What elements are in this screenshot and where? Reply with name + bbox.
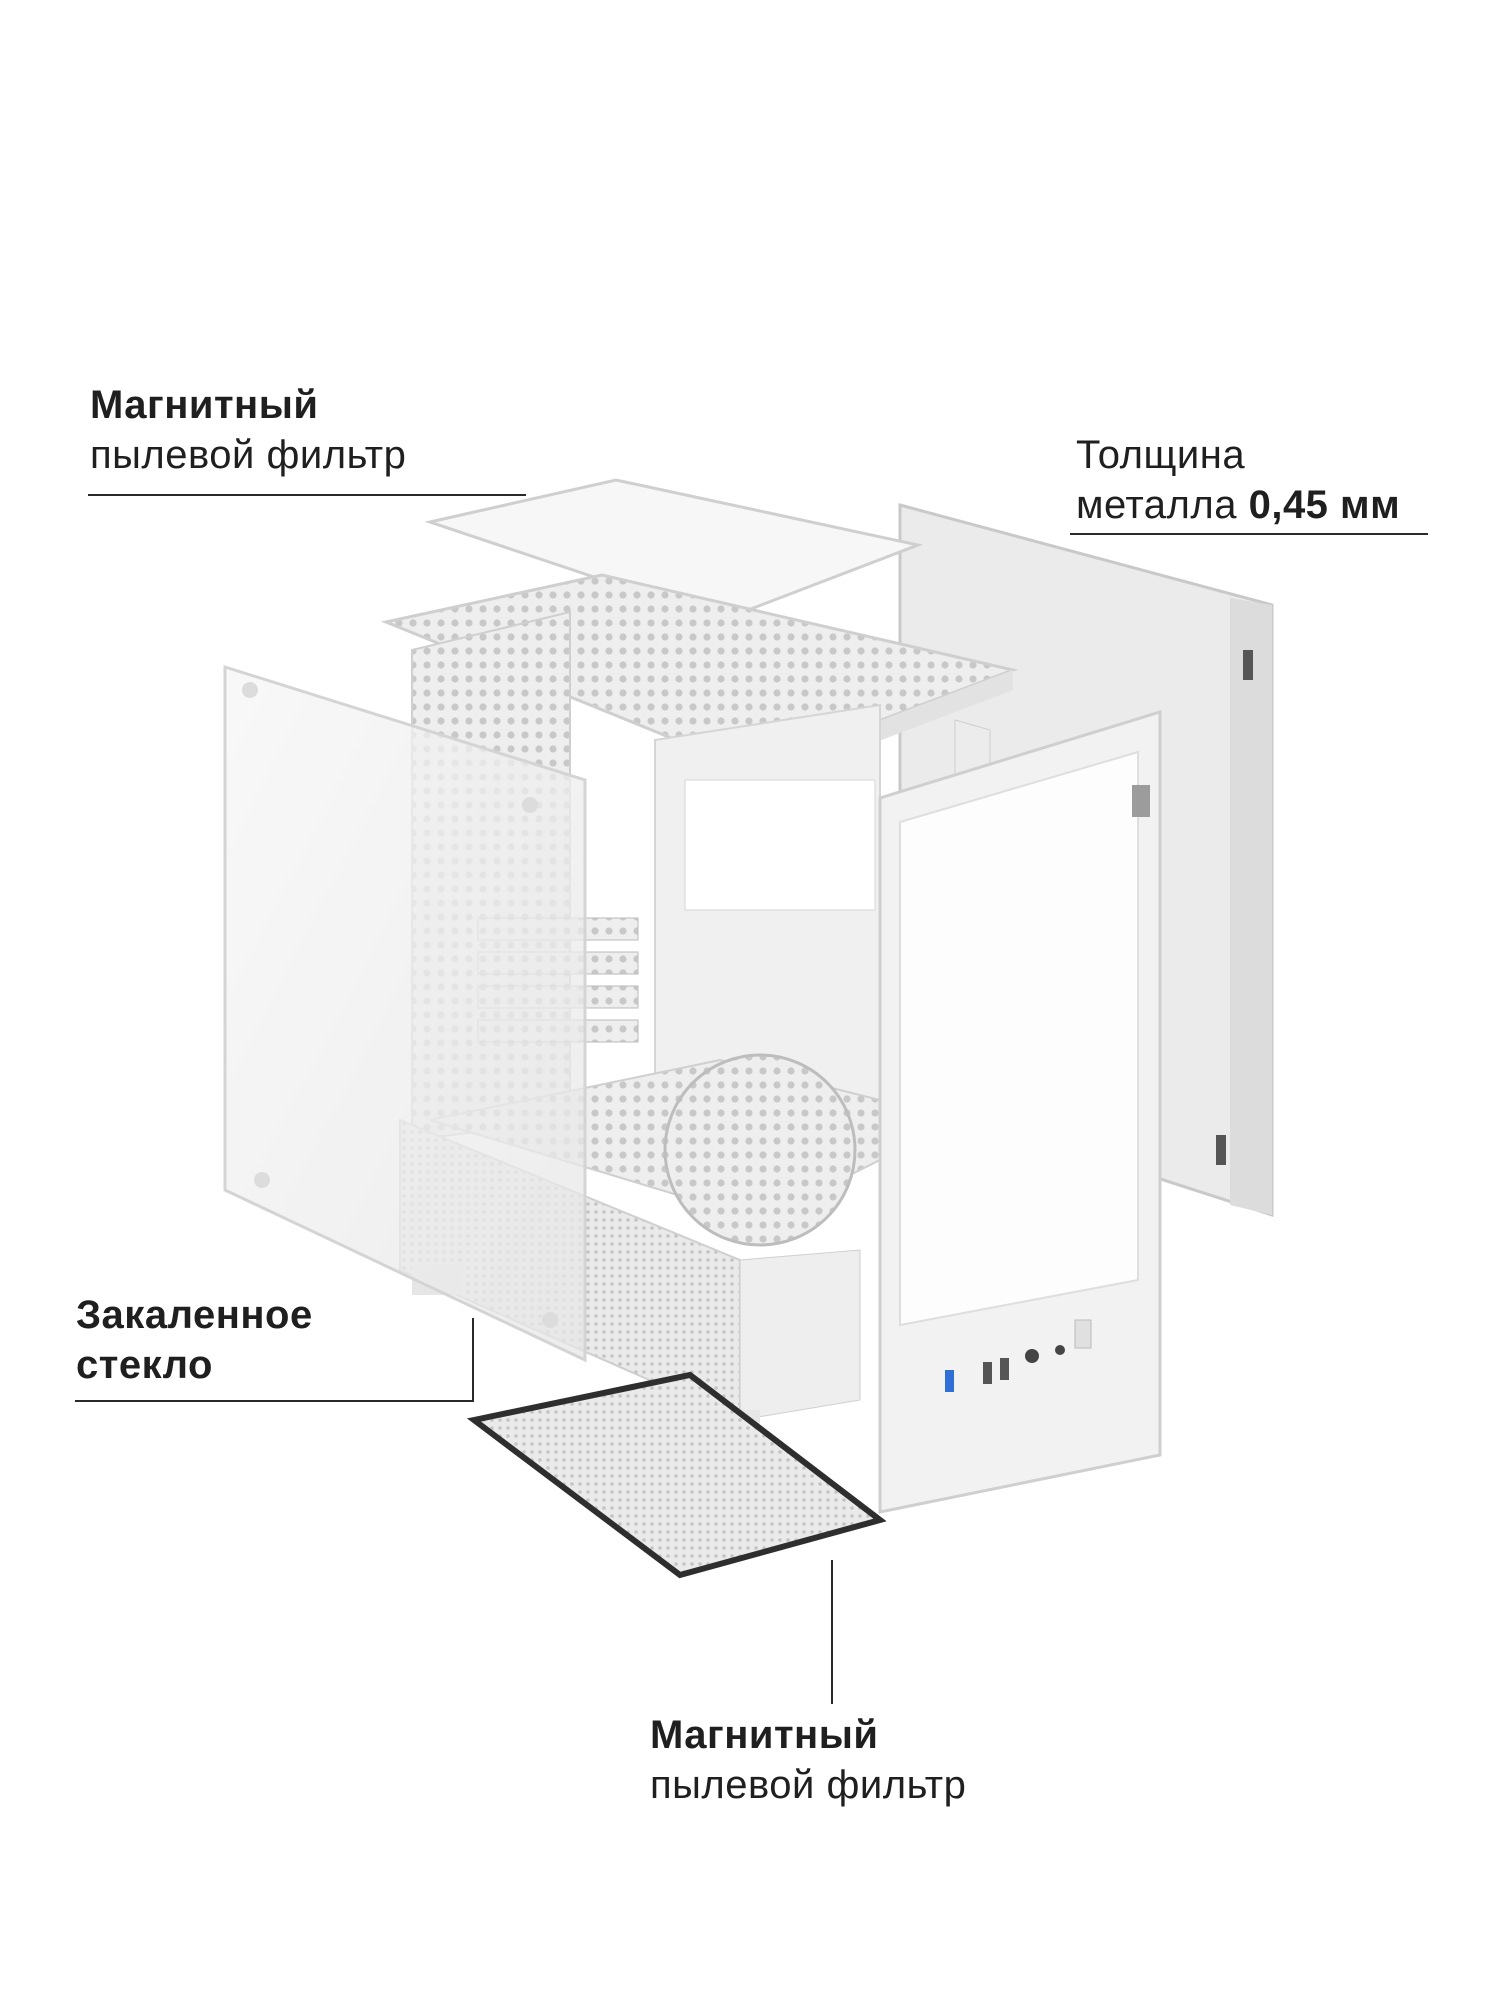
callout-tempered-glass: Закаленное стекло — [76, 1290, 313, 1390]
leader-line-metal — [1070, 533, 1428, 535]
front-io-ports — [945, 1319, 1092, 1392]
callout-top-dust-filter: Магнитный пылевой фильтр — [90, 380, 406, 480]
callout-bottom-dust-filter: Магнитный пылевой фильтр — [650, 1710, 966, 1810]
callout-bottom-dust-filter-title: Магнитный — [650, 1713, 879, 1757]
leader-line-glass-vertical — [472, 1318, 474, 1402]
leader-line-glass — [75, 1400, 473, 1402]
tempered-glass-panel — [223, 664, 587, 1363]
callout-metal-thickness-prefix: металла — [1076, 483, 1249, 527]
callout-top-dust-filter-title: Магнитный — [90, 383, 319, 427]
callout-top-dust-filter-subtitle: пылевой фильтр — [90, 433, 407, 477]
leader-line-top-filter — [88, 494, 526, 496]
leader-line-bottom-filter — [831, 1560, 833, 1704]
callout-tempered-glass-line1: Закаленное — [76, 1293, 313, 1337]
callout-metal-thickness-title: Толщина — [1076, 433, 1246, 477]
bottom-dust-filter — [466, 1371, 887, 1579]
callout-bottom-dust-filter-subtitle: пылевой фильтр — [650, 1763, 967, 1807]
callout-metal-thickness-value: 0,45 мм — [1248, 483, 1401, 527]
callout-tempered-glass-line2: стекло — [76, 1343, 213, 1387]
front-panel — [878, 709, 1162, 1514]
deepcool-logo — [1132, 785, 1150, 817]
callout-metal-thickness: Толщина металла 0,45 мм — [1076, 430, 1400, 530]
